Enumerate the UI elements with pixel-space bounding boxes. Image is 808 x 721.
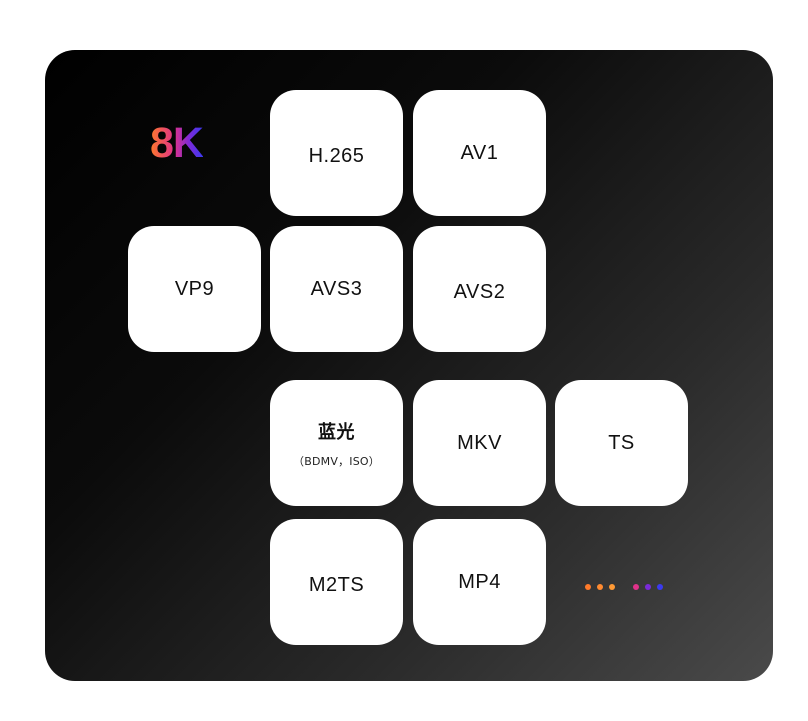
tile-label: AVS3 (310, 277, 363, 300)
dot (657, 584, 663, 590)
tile-ts[interactable]: TS (555, 380, 688, 506)
format-panel (45, 50, 773, 681)
ellipsis-dots-icon (585, 584, 669, 590)
dot (645, 584, 651, 590)
tile-label: MP4 (458, 570, 501, 593)
tile-label: AV1 (460, 141, 499, 164)
tile-bluray[interactable]: 蓝光 （BDMV，ISO） (270, 380, 403, 506)
tile-label: VP9 (174, 277, 215, 300)
tile-avs2[interactable]: AVS2 (413, 226, 546, 352)
tile-h265[interactable]: H.265 (270, 90, 403, 216)
tile-m2ts[interactable]: M2TS (270, 519, 403, 645)
tile-label: AVS2 (453, 280, 506, 303)
tile-label: TS (608, 431, 635, 454)
tile-label: M2TS (308, 573, 365, 596)
tile-sublabel: （BDMV，ISO） (293, 454, 380, 468)
tile-vp9[interactable]: VP9 (128, 226, 261, 352)
tile-mkv[interactable]: MKV (413, 380, 546, 506)
tile-mp4[interactable]: MP4 (413, 519, 546, 645)
tile-avs3[interactable]: AVS3 (270, 226, 403, 352)
tile-label: 蓝光 (318, 421, 355, 443)
dot (609, 584, 615, 590)
dot (585, 584, 591, 590)
8k-logo: 8K (150, 119, 204, 167)
dot (597, 584, 603, 590)
dot (633, 584, 639, 590)
tile-av1[interactable]: AV1 (413, 90, 546, 216)
tile-label: MKV (457, 431, 502, 454)
tile-label: H.265 (308, 144, 365, 167)
